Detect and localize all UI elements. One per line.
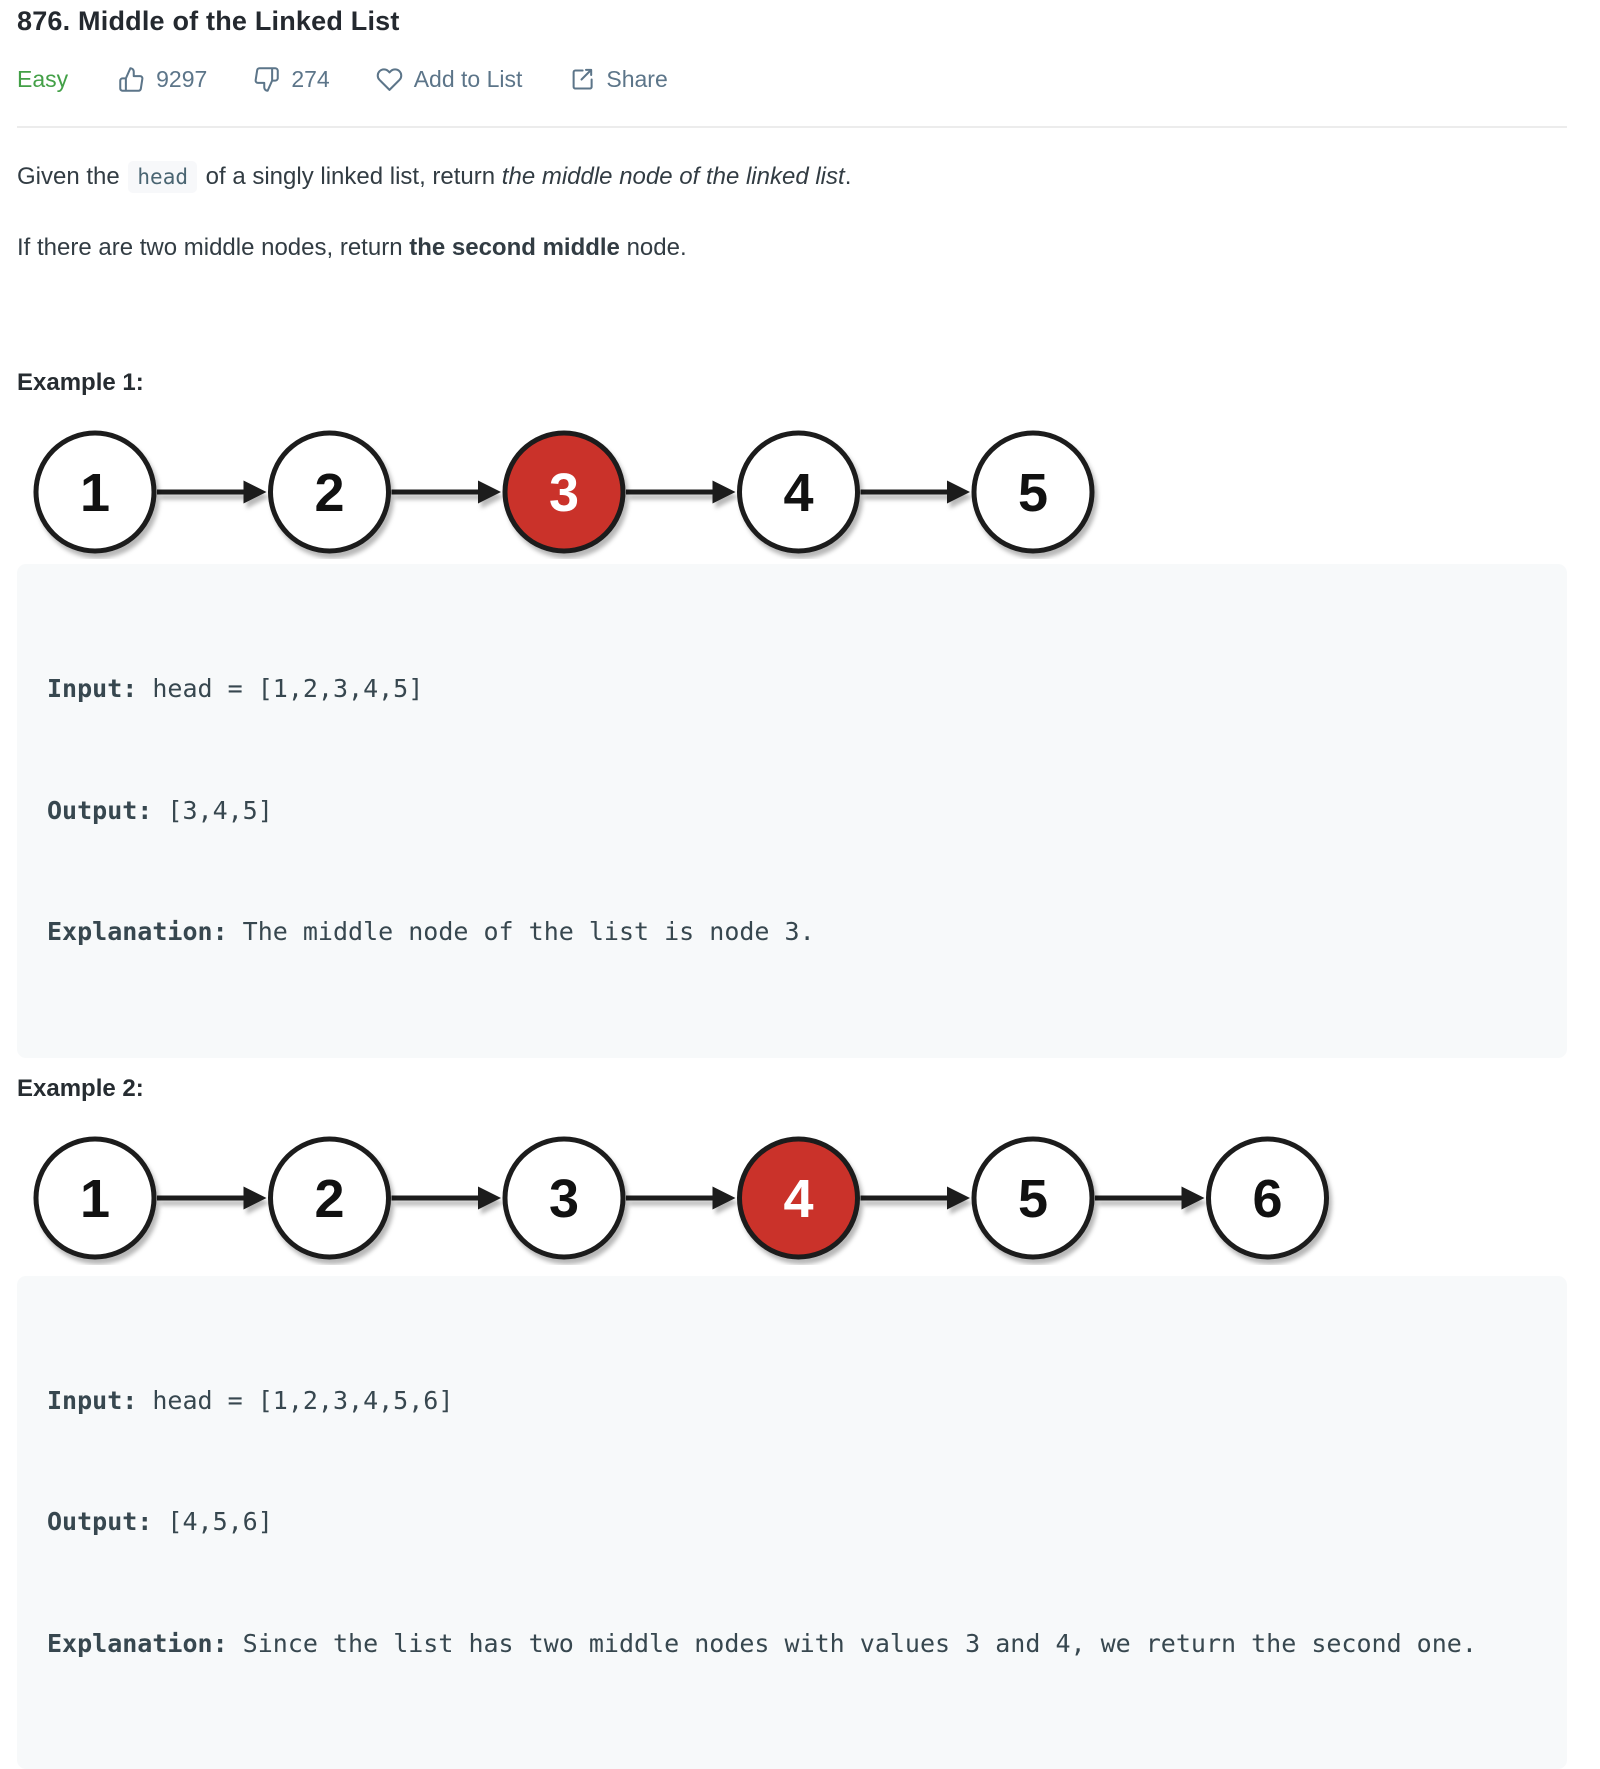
add-to-list-label: Add to List xyxy=(414,66,523,93)
example-2-label: Example 2: xyxy=(17,1075,1567,1103)
example-2-output-line: Output: [4,5,6] xyxy=(47,1502,1537,1543)
example-2-explanation-line: Explanation: Since the list has two midd… xyxy=(47,1624,1537,1665)
svg-text:5: 5 xyxy=(1018,463,1048,523)
example-2-linked-list-diagram: 1 2 3 4 5 6 xyxy=(17,1133,1567,1265)
svg-text:2: 2 xyxy=(314,1169,344,1229)
heart-icon xyxy=(376,66,403,93)
svg-text:4: 4 xyxy=(783,1169,813,1229)
head-inline-code: head xyxy=(128,161,197,193)
example-1-linked-list-diagram: 1 2 3 4 5 xyxy=(17,427,1567,559)
dislike-button[interactable]: 274 xyxy=(253,66,329,93)
svg-text:3: 3 xyxy=(549,463,579,523)
svg-text:6: 6 xyxy=(1252,1169,1282,1229)
svg-text:1: 1 xyxy=(80,1169,110,1229)
like-count: 9297 xyxy=(156,66,207,93)
example-1-code-block: Input: head = [1,2,3,4,5] Output: [3,4,5… xyxy=(17,564,1567,1058)
linked-list-svg: 1 2 3 4 5 xyxy=(17,427,1119,559)
example-1-explanation-line: Explanation: The middle node of the list… xyxy=(47,912,1537,953)
share-icon xyxy=(568,66,595,93)
svg-text:5: 5 xyxy=(1018,1169,1048,1229)
thumbs-up-icon xyxy=(118,66,145,93)
like-button[interactable]: 9297 xyxy=(118,66,207,93)
share-label: Share xyxy=(606,66,667,93)
linked-list-svg: 1 2 3 4 5 6 xyxy=(17,1133,1354,1265)
dislike-count: 274 xyxy=(291,66,329,93)
svg-text:2: 2 xyxy=(314,463,344,523)
example-2-code-block: Input: head = [1,2,3,4,5,6] Output: [4,5… xyxy=(17,1276,1567,1769)
description-paragraph-1: Given the head of a singly linked list, … xyxy=(17,159,1567,195)
example-2-input-line: Input: head = [1,2,3,4,5,6] xyxy=(47,1381,1537,1422)
example-1-input-line: Input: head = [1,2,3,4,5] xyxy=(47,669,1537,710)
thumbs-down-icon xyxy=(253,66,280,93)
example-1-label: Example 1: xyxy=(17,369,1567,397)
svg-text:3: 3 xyxy=(549,1169,579,1229)
description-paragraph-2: If there are two middle nodes, return th… xyxy=(17,230,1567,265)
meta-row: Easy 9297 274 Add to List Share xyxy=(17,66,1567,93)
share-button[interactable]: Share xyxy=(568,66,667,93)
svg-text:1: 1 xyxy=(80,463,110,523)
svg-text:4: 4 xyxy=(783,463,813,523)
add-to-list-button[interactable]: Add to List xyxy=(376,66,523,93)
difficulty-badge: Easy xyxy=(17,66,68,93)
divider xyxy=(17,126,1567,128)
example-1-output-line: Output: [3,4,5] xyxy=(47,791,1537,832)
page-title: 876. Middle of the Linked List xyxy=(17,6,1567,37)
